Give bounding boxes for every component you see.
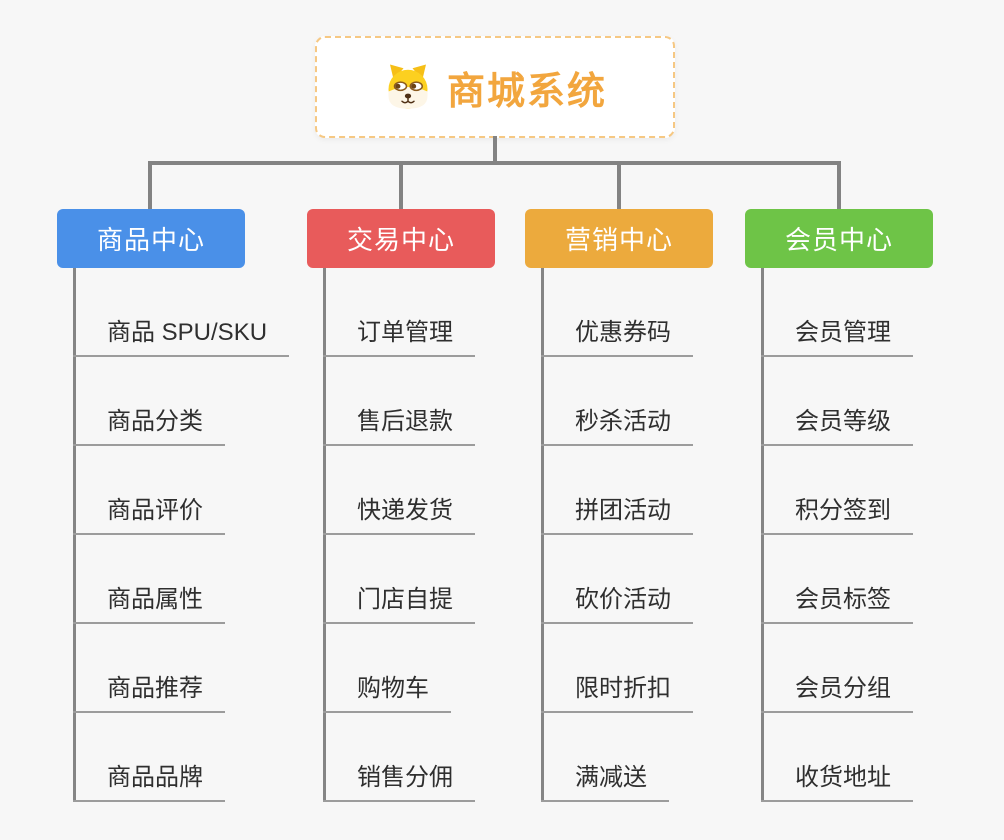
subtopic-node[interactable]: 秒杀活动 <box>541 408 693 446</box>
subtopic-node[interactable]: 门店自提 <box>323 586 475 624</box>
subtopic-node[interactable]: 快递发货 <box>323 497 475 535</box>
connector-root-drop <box>493 136 497 163</box>
subtopic-node[interactable]: 购物车 <box>323 675 451 713</box>
subtopic-node[interactable]: 限时折扣 <box>541 675 693 713</box>
branch-label: 营销中心 <box>564 225 673 255</box>
branch-node-trade[interactable]: 交易中心 <box>307 209 495 268</box>
subtopic-node[interactable]: 商品推荐 <box>73 675 225 713</box>
subtopic-node[interactable]: 拼团活动 <box>541 497 693 535</box>
branch-column-member: 会员中心 会员管理 会员等级 积分签到 会员标签 会员分组 收货地址 <box>745 209 1001 819</box>
subtopic-node[interactable]: 商品评价 <box>73 497 225 535</box>
connector-drop-member <box>837 161 841 209</box>
branch-column-product: 商品中心 商品 SPU/SKU 商品分类 商品评价 商品属性 商品推荐 商品品牌 <box>57 209 313 819</box>
subtopic-node[interactable]: 商品 SPU/SKU <box>73 319 290 357</box>
shiba-dog-icon <box>388 64 428 109</box>
branch-node-member[interactable]: 会员中心 <box>745 209 933 268</box>
subtopic-node[interactable]: 会员管理 <box>761 319 913 357</box>
branch-label: 商品中心 <box>96 225 205 255</box>
subtopic-node[interactable]: 商品品牌 <box>73 764 225 802</box>
root-title: 商城系统 <box>446 70 607 113</box>
branch-node-product[interactable]: 商品中心 <box>57 209 245 268</box>
subtopic-node[interactable]: 售后退款 <box>323 408 475 446</box>
subtopic-node[interactable]: 收货地址 <box>761 764 913 802</box>
branch-label: 交易中心 <box>346 225 455 255</box>
subtopic-node[interactable]: 优惠券码 <box>541 319 693 357</box>
subtopic-node[interactable]: 会员等级 <box>761 408 913 446</box>
root-node[interactable]: 商城系统 <box>315 36 675 138</box>
branch-column-trade: 交易中心 订单管理 售后退款 快递发货 门店自提 购物车 销售分佣 <box>307 209 563 819</box>
branch-label: 会员中心 <box>784 225 893 255</box>
subtopic-node[interactable]: 商品分类 <box>73 408 225 446</box>
subtopic-node[interactable]: 满减送 <box>541 764 669 802</box>
connector-drop-product <box>148 161 152 209</box>
subtopic-node[interactable]: 会员分组 <box>761 675 913 713</box>
subtopic-node[interactable]: 积分签到 <box>761 497 913 535</box>
branch-column-marketing: 营销中心 优惠券码 秒杀活动 拼团活动 砍价活动 限时折扣 满减送 <box>525 209 781 819</box>
subtopic-node[interactable]: 商品属性 <box>73 586 225 624</box>
connector-drop-marketing <box>617 161 621 209</box>
connector-drop-trade <box>399 161 403 209</box>
connector-bus <box>148 161 841 165</box>
subtopic-node[interactable]: 砍价活动 <box>541 586 693 624</box>
branch-node-marketing[interactable]: 营销中心 <box>525 209 713 268</box>
subtopic-node[interactable]: 销售分佣 <box>323 764 475 802</box>
subtopic-node[interactable]: 会员标签 <box>761 586 913 624</box>
subtopic-node[interactable]: 订单管理 <box>323 319 475 357</box>
